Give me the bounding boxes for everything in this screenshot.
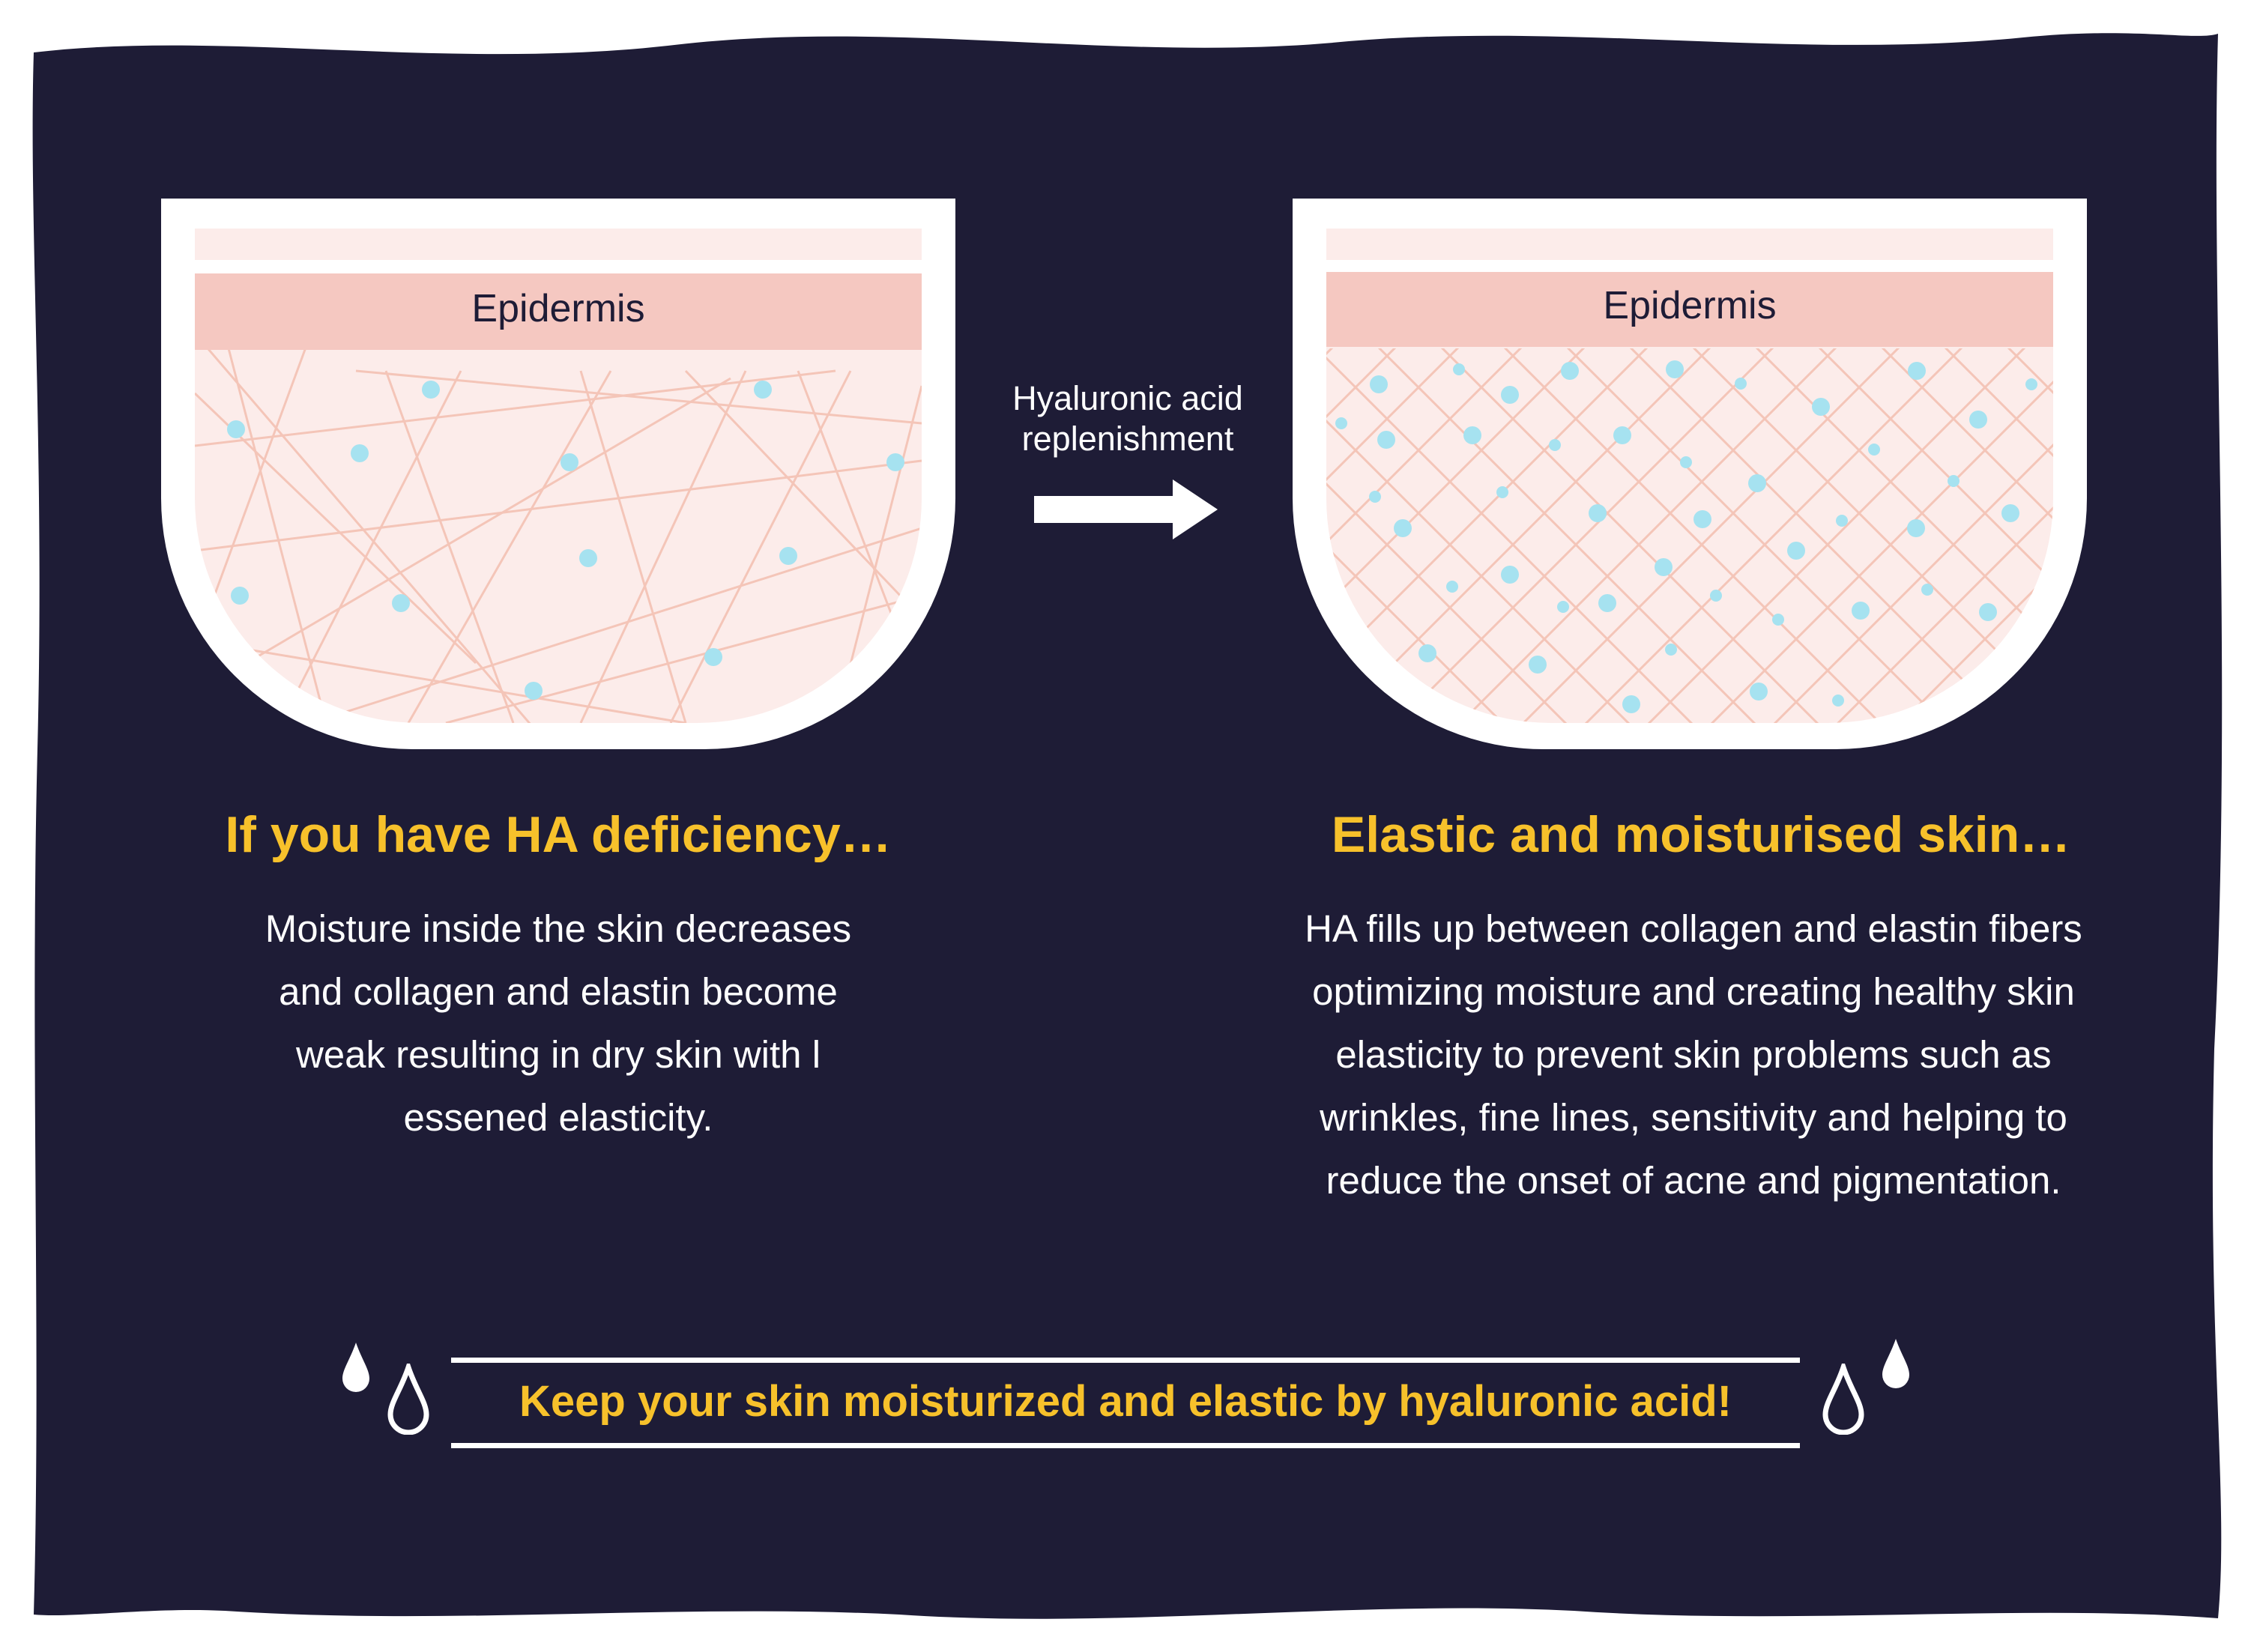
droplet-outline-icon	[387, 1364, 429, 1435]
skin-panel-deficient: Epidermis	[161, 199, 955, 749]
banner-tagline: Keep your skin moisturized and elastic b…	[519, 1377, 1732, 1426]
droplet-icon	[1882, 1339, 1909, 1388]
arrow-right-icon	[1034, 479, 1218, 539]
skin-panel-healthy: Epidermis	[1293, 199, 2087, 749]
deficiency-description: Moisture inside the skin decreases and c…	[265, 907, 852, 1139]
epidermis-label: Epidermis	[471, 287, 645, 330]
banner-rule-bottom	[451, 1443, 1800, 1448]
arrow-label: Hyaluronic acid replenishment	[1012, 379, 1243, 458]
healthy-description: HA fills up between collagen and elastin…	[1305, 907, 2082, 1202]
deficiency-heading: If you have HA deficiency…	[225, 806, 892, 863]
droplet-outline-icon	[1822, 1364, 1864, 1435]
skin-diagram-deficient	[161, 199, 955, 749]
healthy-heading: Elastic and moisturised skin…	[1331, 806, 2071, 863]
banner-rule-top	[451, 1358, 1800, 1363]
skin-diagram-healthy	[1293, 199, 2087, 749]
droplet-icon	[342, 1343, 369, 1392]
epidermis-label: Epidermis	[1603, 284, 1777, 327]
